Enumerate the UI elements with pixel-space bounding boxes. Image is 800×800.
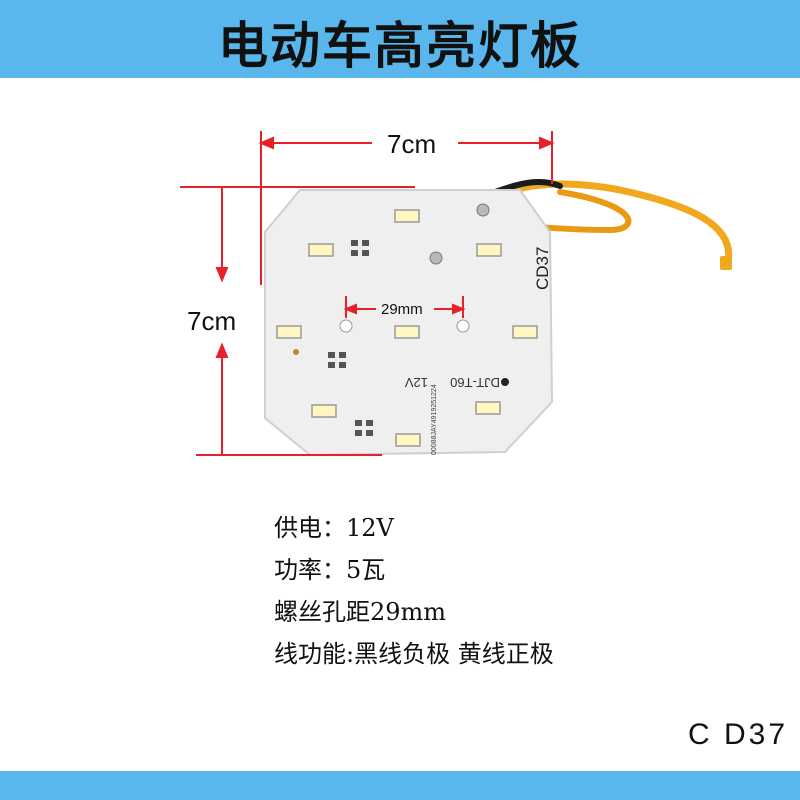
spec-screw-spacing: 螺丝孔距29mm — [274, 598, 447, 626]
screw-hole — [339, 319, 353, 333]
dot-marker — [501, 378, 509, 386]
product-photo: CD37 DJT-T60 12V 00088JAY4919251224 7cm … — [180, 129, 733, 457]
led — [395, 433, 421, 447]
led-board — [264, 189, 554, 457]
led — [394, 209, 420, 223]
model-code: C D37 — [688, 718, 789, 751]
bottom-banner — [0, 771, 800, 800]
wire-end-yellow — [720, 256, 732, 270]
screw-hole — [456, 319, 470, 333]
led — [311, 404, 337, 418]
width-label: 7cm — [387, 129, 436, 159]
solder-pad — [429, 251, 443, 265]
led — [308, 243, 334, 257]
hole-spacing-label: 29mm — [381, 301, 423, 318]
led — [475, 401, 501, 415]
solder-pad-top — [476, 203, 490, 217]
title-banner: 电动车高亮灯板 — [0, 0, 800, 78]
resistors — [328, 240, 373, 436]
spec-power-supply: 供电：12V — [274, 514, 394, 542]
spec-wattage: 功率：5瓦 — [274, 556, 386, 584]
led — [512, 325, 538, 339]
led-array — [276, 209, 538, 447]
orange-dot — [293, 349, 299, 355]
board-model-marking: CD37 — [533, 247, 552, 290]
page-title: 电动车高亮灯板 — [218, 17, 582, 75]
spec-wire-function: 线功能:黑线负极 黄线正极 — [274, 640, 554, 668]
height-label: 7cm — [187, 306, 236, 336]
led — [394, 325, 420, 339]
led — [476, 243, 502, 257]
board-part-marking: DJT-T60 — [450, 375, 500, 390]
led — [276, 325, 302, 339]
board-voltage-marking: 12V — [405, 375, 428, 390]
dimension-lines — [180, 131, 555, 456]
board-serial-marking: 00088JAY4919251224 — [431, 384, 438, 455]
